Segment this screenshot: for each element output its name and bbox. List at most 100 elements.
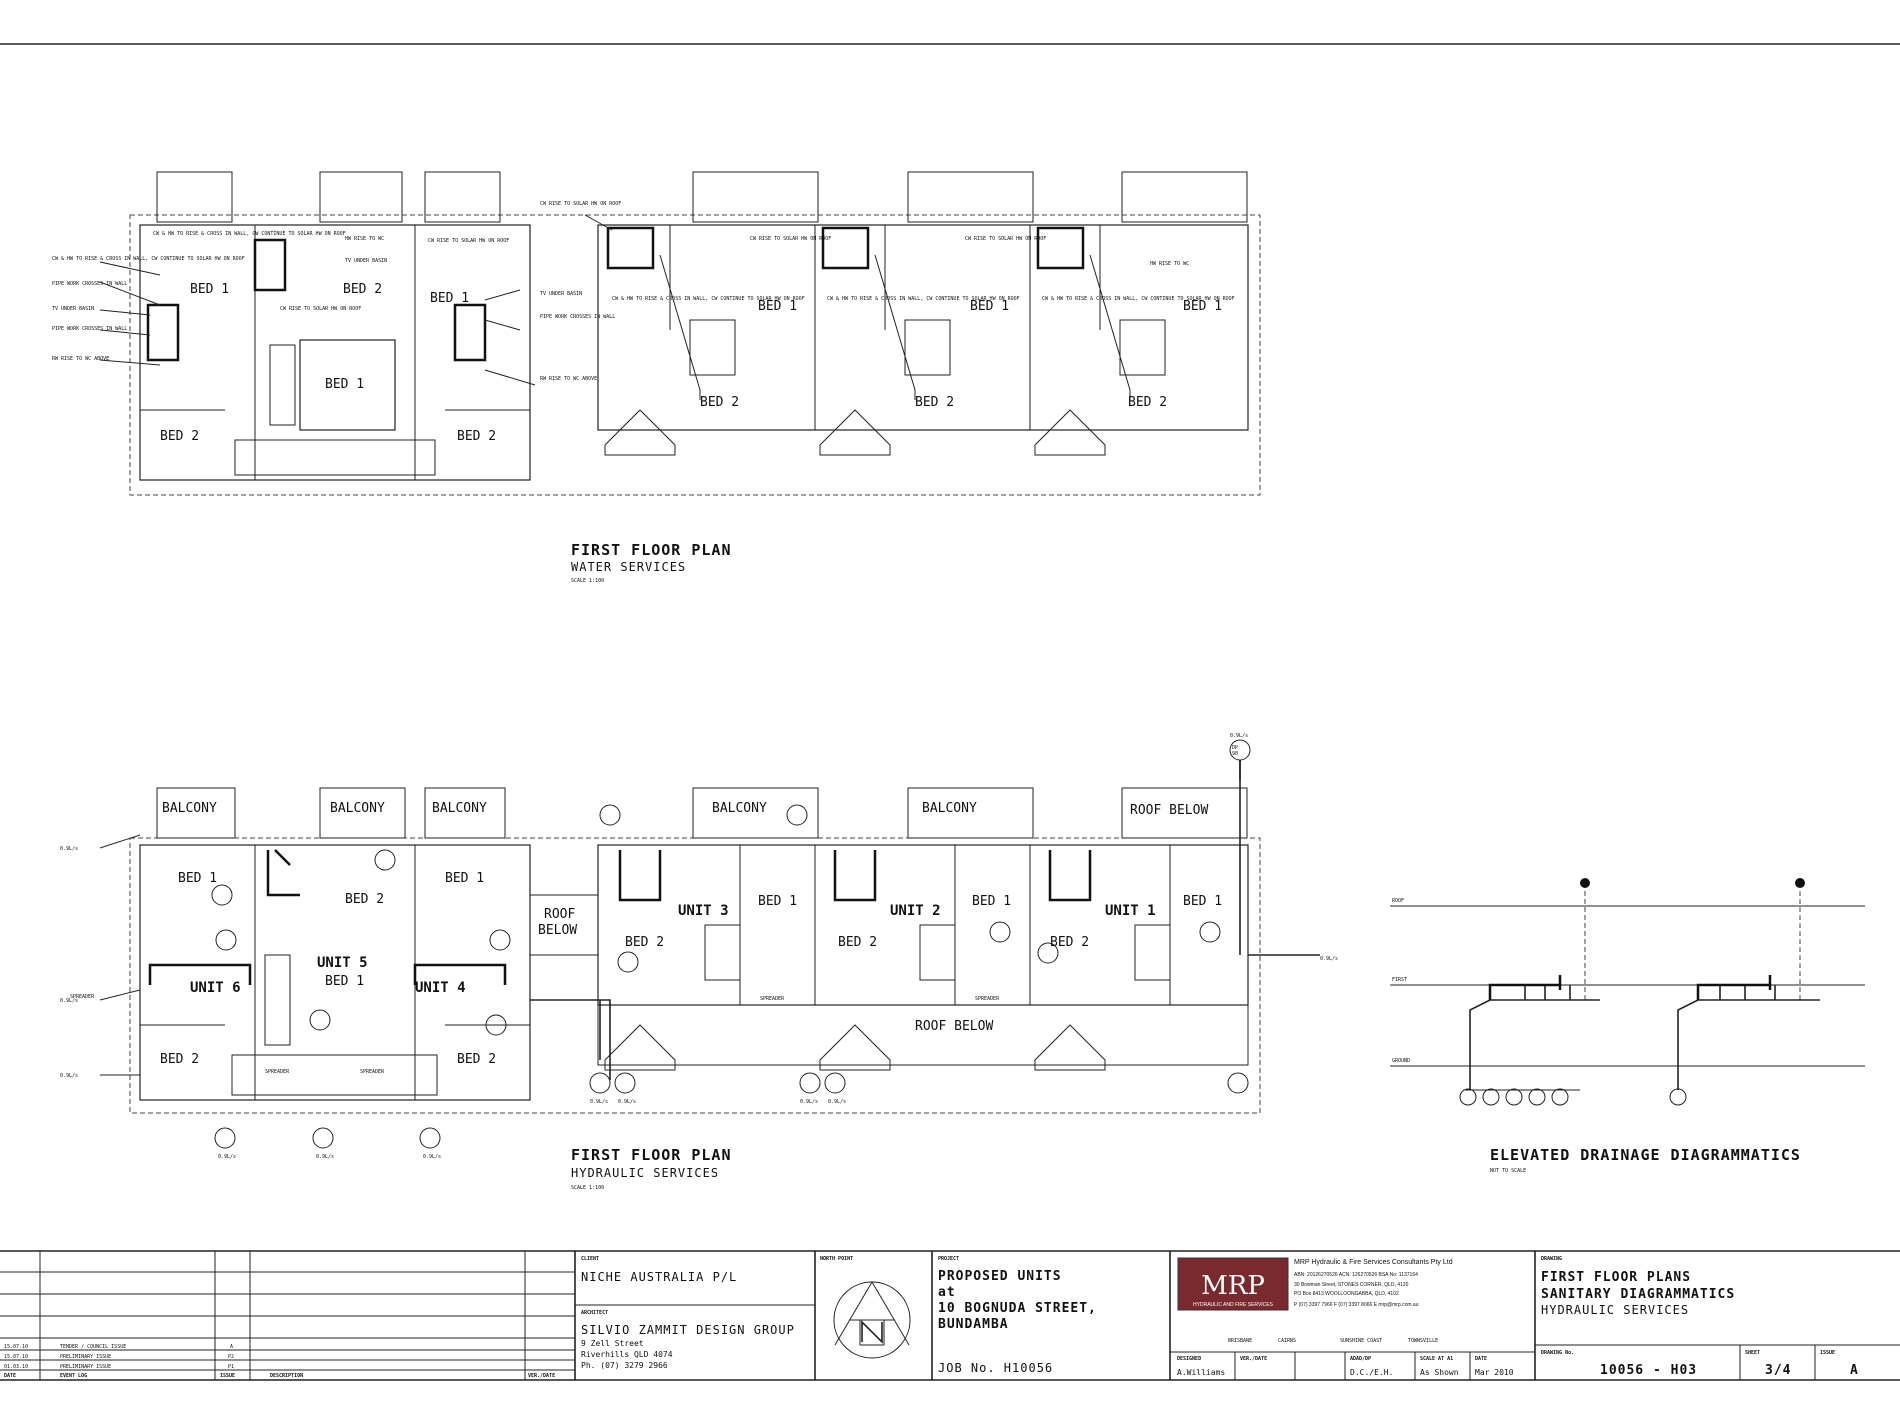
downpipe-markers [211,739,1251,1149]
note: CW RISE TO SOLAR HW ON ROOF [540,201,621,207]
level-label: GROUND [1392,1058,1410,1064]
unit-label: UNIT 5 [317,955,368,971]
sheet-number: 3/4 [1765,1363,1791,1378]
hydraulic-plan-room-labels: BALCONY BALCONY BALCONY BALCONY BALCONY … [160,801,1222,1067]
drawing-title: FIRST FLOOR PLAN [571,1146,732,1164]
hydraulic-plan-title-block: FIRST FLOOR PLAN HYDRAULIC SERVICES SCAL… [571,1146,732,1191]
water-plan-right-block [597,224,1249,431]
spreader-label: SPREADER [265,1069,290,1075]
project-line: BUNDAMBA [938,1317,1009,1332]
uf-label: 0.9L/s [218,1154,236,1160]
note: TV UNDER BASIN [345,258,387,264]
water-plan-title-block: FIRST FLOOR PLAN WATER SERVICES SCALE 1:… [571,541,732,584]
rev-date: 15.07.10 [4,1354,28,1360]
spreader-label: SPREADER [760,996,785,1002]
rev-header: DESCRIPTION [270,1373,303,1379]
office: TOWNSVILLE [1408,1338,1438,1344]
north-arrow-icon [833,1281,911,1359]
water-plan-outline [129,214,1261,496]
rev-event: PRELIMINARY ISSUE [60,1364,111,1370]
room-label: BED 1 [178,871,217,886]
architect-address: Riverhills QLD 4074 [581,1350,673,1359]
room-label: BALCONY [162,801,217,816]
office: CAIRNS [1278,1338,1296,1344]
water-services-plan [99,171,1261,496]
spreader-label: SPREADER [975,996,1000,1002]
note: TV UNDER BASIN [540,291,582,297]
unit-label: UNIT 3 [678,903,729,919]
architect-name: SILVIO ZAMMIT DESIGN GROUP [581,1323,795,1337]
rev-issue: A [230,1344,233,1350]
note: HW RISE TO WC [1150,261,1189,267]
note: CW & HW TO RISE & CROSS IN WALL, CW CONT… [827,296,1020,302]
drainage-title-block: ELEVATED DRAINAGE DIAGRAMMATICS NOT TO S… [1490,1146,1800,1174]
hydraulic-services-plan [99,760,1320,1114]
rev-issue: P1 [228,1364,234,1370]
meta-label: SCALE AT A1 [1420,1356,1453,1362]
drawing-subtitle: HYDRAULIC SERVICES [1541,1303,1689,1317]
room-label: BED 2 [838,935,877,950]
room-label: BALCONY [922,801,977,816]
uf-label: 0.9L/s [800,1099,818,1105]
room-label: BED 2 [1050,935,1089,950]
meta-label: DATE [1475,1356,1487,1362]
north-point-box: NORTH POINT [820,1251,933,1380]
note: CW RISE TO SOLAR HW ON ROOF [750,236,831,242]
note: CW & HW TO RISE & CROSS IN WALL, CW CONT… [612,296,805,302]
rev-event: TENDER / COUNCIL ISSUE [60,1344,126,1350]
meta-label: ADAD/DP [1350,1356,1371,1362]
firm-line: 30 Bowman Street, STONES CORNER, QLD, 41… [1294,1282,1409,1288]
drawing-subtitle: WATER SERVICES [571,560,686,574]
firm-logo-subtext: HYDRAULIC AND FIRE SERVICES [1193,1302,1274,1308]
room-label: BALCONY [712,801,767,816]
room-label: BALCONY [432,801,487,816]
uf-label: 0.9L/s [590,1099,608,1105]
office: SUNSHINE COAST [1340,1338,1382,1344]
project-line: PROPOSED UNITS [938,1269,1062,1284]
client-label: CLIENT [581,1256,599,1262]
rev-date: 01.03.10 [4,1364,28,1370]
client-architect-box: CLIENT NICHE AUSTRALIA P/L ARCHITECT SIL… [575,1251,816,1380]
spreader-label: SPREADER [70,994,95,1000]
unit-label: UNIT 6 [190,980,241,996]
level-label: FIRST [1392,977,1407,983]
note: CW RISE TO SOLAR HW ON ROOF [428,238,509,244]
note: CW & HW TO RISE & CROSS IN WALL, CW CONT… [1042,296,1235,302]
water-plan-room-labels: BED 1 BED 2 BED 1 BED 1 BED 2 BED 2 BED … [160,282,1222,444]
water-plan-notes: CW & HW TO RISE & CROSS IN WALL, CW CONT… [52,201,1235,382]
uf-label: 0.9L/s [1230,733,1248,739]
unit-labels: UNIT 6 UNIT 5 UNIT 4 UNIT 3 UNIT 2 UNIT … [190,903,1156,996]
issue-label: ISSUE [1820,1350,1835,1356]
room-label: BED 2 [915,395,954,410]
room-label: BED 1 [190,282,229,297]
meta-value: As Shown [1420,1368,1459,1377]
note: RW RISE TO WC ABOVE [540,376,597,382]
uf-label: 0.9L/s [828,1099,846,1105]
uf-label: 0.9L/s [618,1099,636,1105]
note: CW & HW TO RISE & CROSS IN WALL, CW CONT… [52,256,245,262]
room-label: BED 2 [1128,395,1167,410]
room-label: BED 2 [700,395,739,410]
note: HW RISE TO WC [345,236,384,242]
firm-logo [1177,1257,1289,1311]
rev-date: 15.07.10 [4,1344,28,1350]
rev-issue: P2 [228,1354,234,1360]
note: RW RISE TO WC ABOVE [52,356,109,362]
client-name: NICHE AUSTRALIA P/L [581,1270,737,1284]
note: TV UNDER BASIN [52,306,94,312]
drawing-subtitle: NOT TO SCALE [1490,1168,1526,1174]
north-label: NORTH POINT [820,1256,853,1262]
spreader-label: SPREADER [360,1069,385,1075]
room-label: BALCONY [330,801,385,816]
unit-label: UNIT 4 [415,980,466,996]
room-label: BED 1 [972,894,1011,909]
rev-header: EVENT LOG [60,1373,87,1379]
room-label: BED 2 [160,429,199,444]
spreader-labels: SPREADER SPREADER SPREADER SPREADER SPRE… [70,994,1000,1075]
drawing-number: 10056 - H03 [1600,1363,1697,1378]
unit-label: UNIT 2 [890,903,941,919]
dp-label: 90 [1232,751,1238,757]
drawing-title: FIRST FLOOR PLAN [571,541,732,559]
hydraulic-plan-left-block [139,844,531,1101]
title-block: 15.07.10 TENDER / COUNCIL ISSUE A 15.07.… [0,1250,1900,1381]
